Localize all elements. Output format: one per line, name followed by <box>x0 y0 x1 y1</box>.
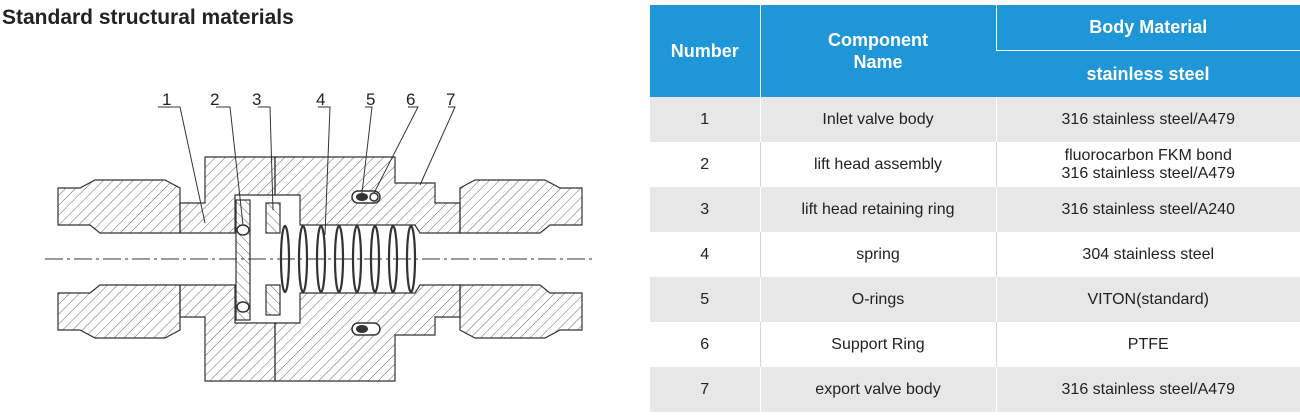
retaining-ring-lower <box>265 284 281 316</box>
row-material: 316 stainless steel/A479 <box>995 367 1300 412</box>
table-row: 3 lift head retaining ring 316 stainless… <box>650 187 1300 232</box>
lift-head-seal-lower <box>236 301 250 313</box>
row-component: export valve body <box>759 367 996 412</box>
header-body-material: Body Material <box>995 5 1300 51</box>
row-component: lift head retaining ring <box>759 187 996 232</box>
inlet-body-top <box>179 156 276 234</box>
callout-3: 3 <box>252 90 261 109</box>
row-material-line: 316 stainless steel/A479 <box>1061 164 1235 182</box>
lift-head-seal <box>236 224 250 236</box>
materials-table: Number Component Name Body Material stai… <box>650 5 1300 412</box>
right-nut <box>459 179 583 234</box>
row-number: 2 <box>650 142 760 187</box>
right-nut-bottom <box>459 284 583 339</box>
callout-2: 2 <box>210 90 219 109</box>
table-row: 6 Support Ring PTFE <box>650 322 1300 367</box>
callout-7: 7 <box>446 90 455 109</box>
callout-4: 4 <box>316 90 325 109</box>
callout-6: 6 <box>406 90 415 109</box>
row-number: 7 <box>650 367 760 412</box>
row-number: 5 <box>650 277 760 322</box>
row-material: 316 stainless steel/A240 <box>995 187 1300 232</box>
o-ring <box>356 193 368 201</box>
row-number: 6 <box>650 322 760 367</box>
row-number: 3 <box>650 187 760 232</box>
row-component: spring <box>759 232 996 277</box>
header-number: Number <box>650 5 760 97</box>
row-component: Inlet valve body <box>759 97 996 142</box>
row-component: Support Ring <box>759 322 996 367</box>
row-material: PTFE <box>995 322 1300 367</box>
row-material: fluorocarbon FKM bond 316 stainless stee… <box>995 142 1300 187</box>
table-row: 1 Inlet valve body 316 stainless steel/A… <box>650 97 1300 142</box>
row-component: O-rings <box>759 277 996 322</box>
support-ring <box>369 192 379 202</box>
table-header-row: Number Component Name Body Material <box>650 5 1300 97</box>
row-material: 304 stainless steel <box>995 232 1300 277</box>
valve-cross-section-drawing: 1 2 3 4 5 6 7 <box>45 90 595 382</box>
table-row: 5 O-rings VITON(standard) <box>650 277 1300 322</box>
row-material: VITON(standard) <box>995 277 1300 322</box>
table-row: 7 export valve body 316 stainless steel/… <box>650 367 1300 412</box>
row-material-line: fluorocarbon FKM bond <box>1064 146 1232 164</box>
inlet-body-bottom <box>179 284 276 382</box>
callout-5: 5 <box>366 90 375 109</box>
header-material-sub: stainless steel <box>996 50 1300 97</box>
page-title: Standard structural materials <box>2 6 294 29</box>
left-nut-bottom <box>57 284 181 339</box>
header-component: Component Name <box>759 5 996 97</box>
table-row: 2 lift head assembly fluorocarbon FKM bo… <box>650 142 1300 187</box>
table-row: 4 spring 304 stainless steel <box>650 232 1300 277</box>
row-material: 316 stainless steel/A479 <box>995 97 1300 142</box>
row-number: 1 <box>650 97 760 142</box>
o-ring-lower <box>356 325 368 333</box>
left-nut <box>57 179 181 234</box>
row-number: 4 <box>650 232 760 277</box>
callout-1: 1 <box>162 90 171 109</box>
row-component: lift head assembly <box>759 142 996 187</box>
